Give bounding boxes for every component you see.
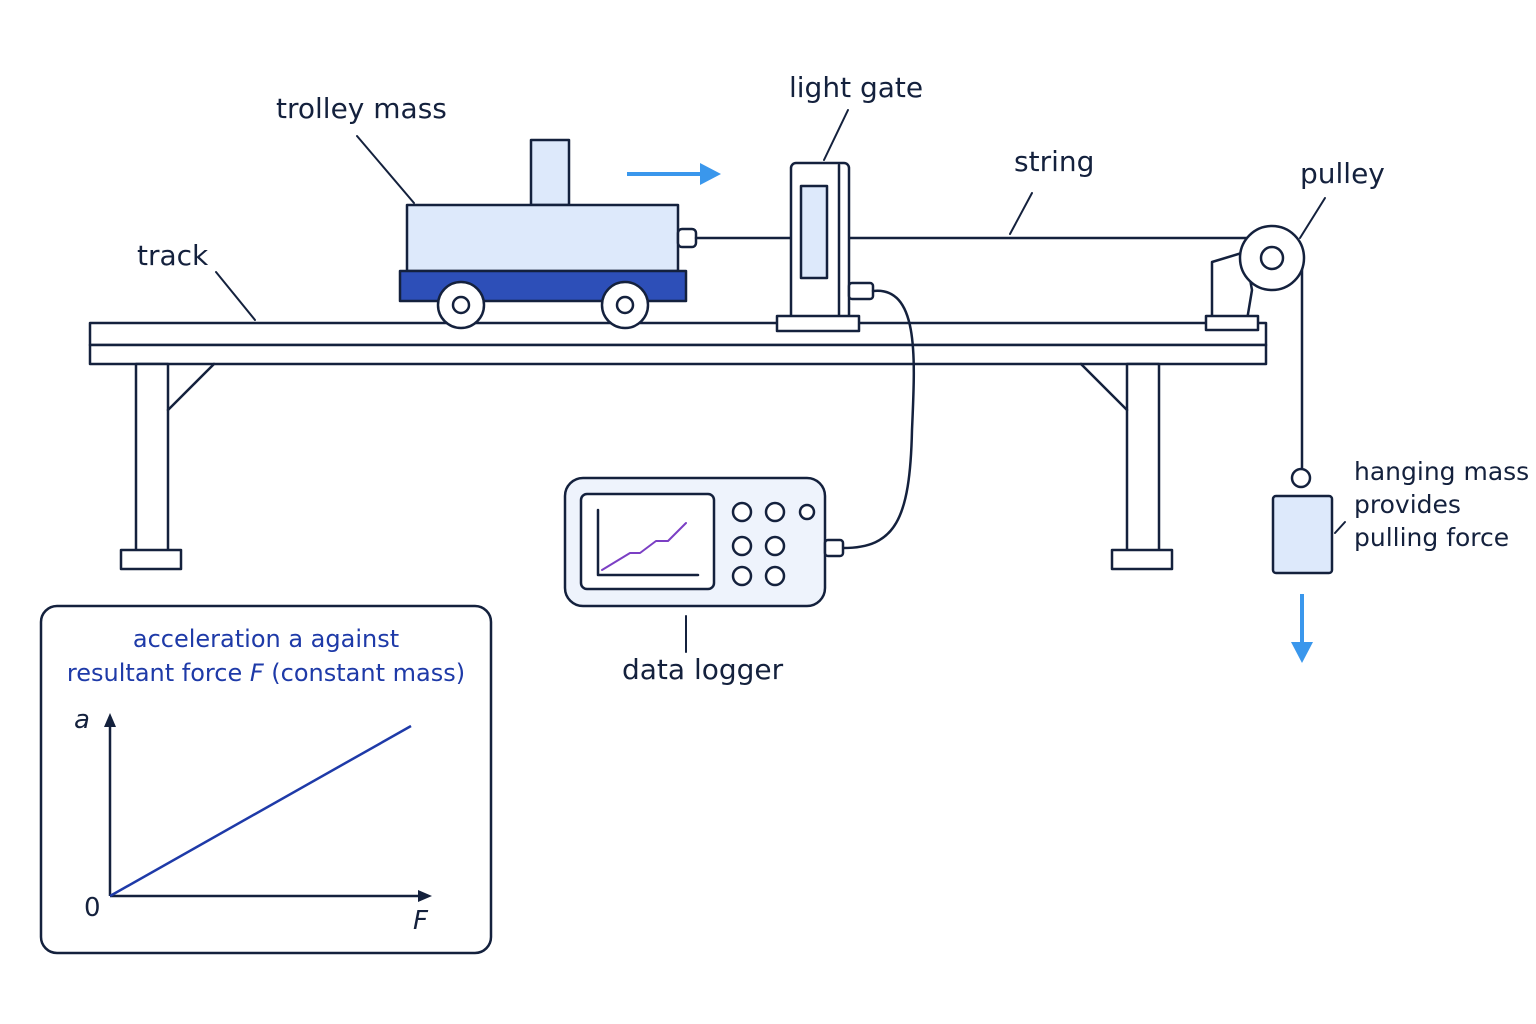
force-arrow-down [1291,594,1313,663]
origin-label: 0 [84,893,101,923]
track-label: track [137,239,209,272]
pulley [1204,224,1306,332]
trolley [398,138,698,330]
hanging-mass-label: hanging mass provides pulling force [1354,457,1530,552]
logger-trace [601,522,687,571]
trolley-body [405,203,680,273]
motion-arrow-right [627,163,721,185]
light-gate [775,161,875,333]
proportional-line [109,724,412,898]
sensor-cable [841,289,916,550]
trolley-mass-block [529,138,571,207]
track [88,321,1268,571]
x-axis-label: F [413,906,428,936]
y-axis-label: a [74,705,90,735]
pulley-label: pulley [1300,157,1385,190]
graph-panel [39,604,493,955]
hanging-mass [1271,467,1334,575]
light-gate-label: light gate [789,71,924,104]
trolley-mass-label: trolley mass [276,92,447,125]
trolley-hook [676,227,698,249]
string-label: string [1014,145,1095,178]
data-logger-label: data logger [622,653,784,686]
graph-title: acceleration a against resultant force F… [66,625,466,687]
data-logger [563,476,845,608]
leader-lines [215,109,1346,653]
